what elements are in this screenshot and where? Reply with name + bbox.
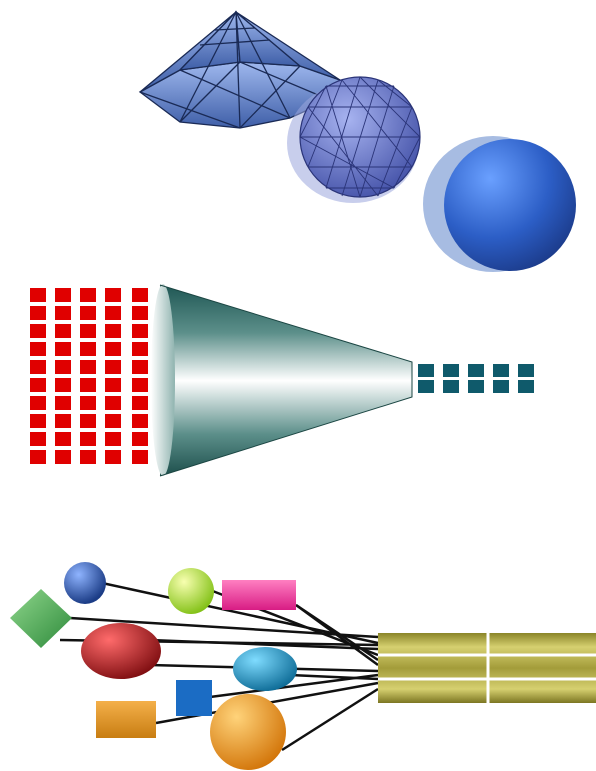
output-block bbox=[493, 380, 509, 393]
input-block bbox=[80, 288, 96, 302]
input-block bbox=[80, 414, 96, 428]
input-block bbox=[80, 396, 96, 410]
bundle-svg bbox=[0, 545, 596, 771]
input-block bbox=[80, 360, 96, 374]
input-block bbox=[105, 396, 121, 410]
output-block bbox=[493, 364, 509, 377]
input-block bbox=[55, 414, 71, 428]
input-block bbox=[30, 306, 46, 320]
lime-ball bbox=[168, 568, 214, 614]
input-block bbox=[30, 396, 46, 410]
input-block bbox=[132, 360, 148, 374]
input-block bbox=[55, 342, 71, 356]
tessellation-illustration bbox=[0, 0, 596, 280]
input-block bbox=[132, 324, 148, 338]
input-block bbox=[55, 396, 71, 410]
output-band bbox=[378, 633, 596, 703]
input-block bbox=[30, 450, 46, 464]
teal-ellipse bbox=[233, 647, 297, 691]
orange-rect bbox=[96, 701, 156, 738]
red-ellipse bbox=[81, 623, 161, 679]
input-blocks bbox=[30, 288, 148, 464]
tessellation-svg bbox=[0, 0, 596, 280]
input-block bbox=[105, 414, 121, 428]
input-block bbox=[30, 360, 46, 374]
input-block bbox=[55, 306, 71, 320]
input-block bbox=[132, 306, 148, 320]
smooth-sphere bbox=[423, 136, 576, 272]
input-block bbox=[30, 378, 46, 392]
funnel bbox=[151, 284, 412, 476]
blue-ball bbox=[64, 562, 106, 604]
input-block bbox=[105, 342, 121, 356]
input-block bbox=[132, 396, 148, 410]
orange-ball bbox=[210, 694, 286, 770]
input-block bbox=[132, 342, 148, 356]
input-block bbox=[55, 324, 71, 338]
input-block bbox=[30, 288, 46, 302]
output-block bbox=[418, 364, 434, 377]
input-block bbox=[55, 432, 71, 446]
input-block bbox=[30, 432, 46, 446]
input-block bbox=[80, 342, 96, 356]
input-block bbox=[30, 414, 46, 428]
output-block bbox=[418, 380, 434, 393]
input-block bbox=[80, 450, 96, 464]
output-block bbox=[443, 380, 459, 393]
input-block bbox=[80, 378, 96, 392]
input-block bbox=[105, 432, 121, 446]
output-block bbox=[518, 380, 534, 393]
bundle-illustration bbox=[0, 545, 596, 771]
input-block bbox=[105, 288, 121, 302]
input-block bbox=[105, 378, 121, 392]
pink-bar bbox=[222, 580, 296, 610]
input-block bbox=[105, 324, 121, 338]
input-block bbox=[132, 378, 148, 392]
input-block bbox=[55, 288, 71, 302]
output-blocks bbox=[418, 364, 534, 393]
input-block bbox=[30, 324, 46, 338]
input-block bbox=[80, 306, 96, 320]
output-block bbox=[518, 364, 534, 377]
output-block bbox=[468, 380, 484, 393]
output-block bbox=[443, 364, 459, 377]
input-block bbox=[105, 306, 121, 320]
funnel-illustration bbox=[0, 280, 596, 500]
input-block bbox=[105, 360, 121, 374]
input-block bbox=[80, 324, 96, 338]
input-block bbox=[132, 432, 148, 446]
input-block bbox=[55, 378, 71, 392]
blue-square bbox=[176, 680, 212, 716]
funnel-svg bbox=[0, 280, 596, 500]
input-block bbox=[132, 450, 148, 464]
input-block bbox=[80, 432, 96, 446]
input-block bbox=[55, 450, 71, 464]
output-block bbox=[468, 364, 484, 377]
input-block bbox=[55, 360, 71, 374]
input-block bbox=[105, 450, 121, 464]
input-block bbox=[132, 414, 148, 428]
input-block bbox=[132, 288, 148, 302]
input-block bbox=[30, 342, 46, 356]
